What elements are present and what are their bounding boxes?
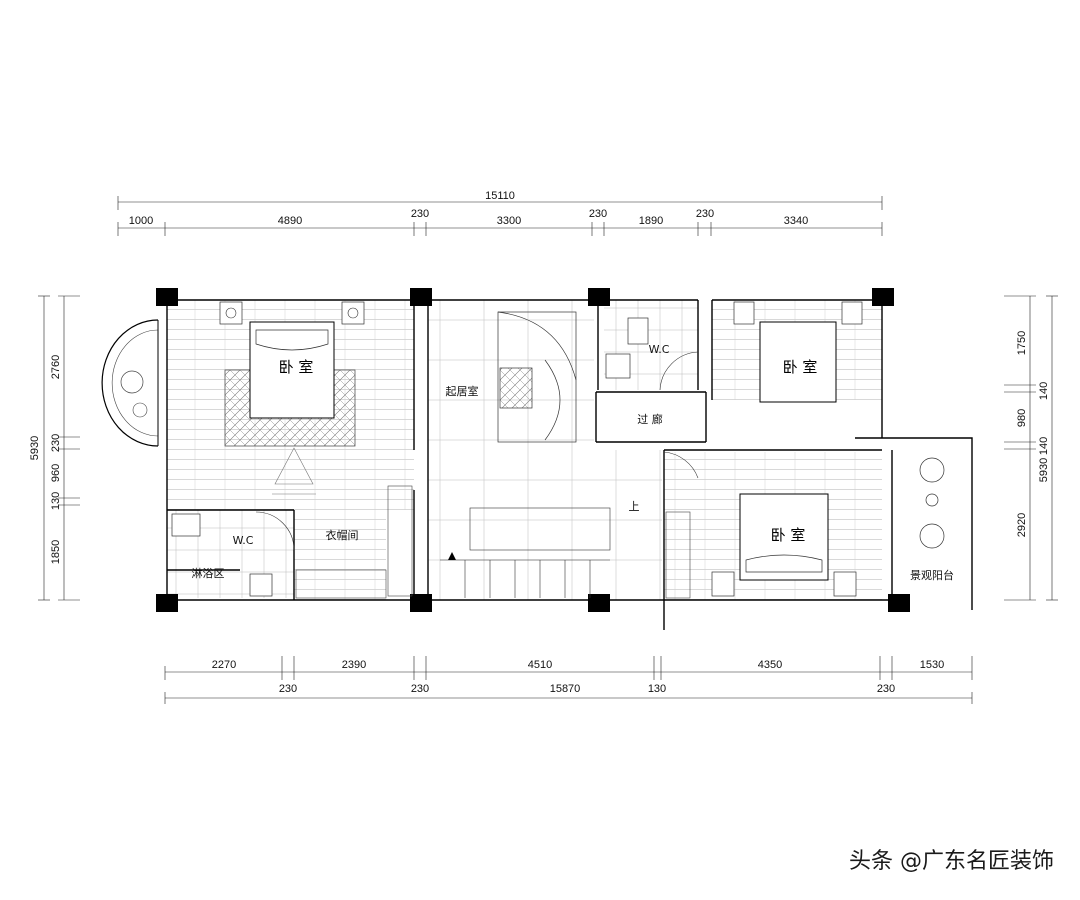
dim-bottom-seg-1: 2270 xyxy=(212,659,236,671)
dim-top-seg-3: 230 xyxy=(411,208,429,220)
structural-columns xyxy=(156,288,910,612)
column xyxy=(588,594,610,612)
top-dimension-lines xyxy=(117,196,883,236)
bedroom-3-pillow-icon xyxy=(745,554,823,573)
nightstand xyxy=(711,571,735,597)
dim-bottom-seg-5: 1530 xyxy=(920,659,944,671)
dim-right-overall: 5930 xyxy=(1038,458,1050,482)
nightstand xyxy=(219,301,243,325)
bedroom-1-label: 卧 室 xyxy=(279,358,314,376)
dim-right-seg-1: 1750 xyxy=(1016,331,1028,355)
cloakroom-wardrobe xyxy=(295,485,413,599)
dim-right-seg-5: 2920 xyxy=(1016,513,1028,537)
dim-left-overall: 5930 xyxy=(29,436,41,460)
main-stair xyxy=(440,507,611,598)
dim-bottom-wall-1: 230 xyxy=(279,683,297,695)
bay-window xyxy=(101,319,159,447)
stair-arrow-icon xyxy=(448,552,456,560)
dim-left-seg-3: 960 xyxy=(50,464,62,482)
corridor-label: 过 廊 xyxy=(637,412,663,426)
column xyxy=(410,288,432,306)
balcony-label: 景观阳台 xyxy=(910,568,954,582)
bottom-dimension-lines xyxy=(164,656,973,704)
bedroom-3-bed xyxy=(739,493,829,581)
watermark: 头条 @广东名匠装饰 xyxy=(849,849,1054,874)
dim-right-seg-4: 140 xyxy=(1038,437,1050,455)
dim-top-seg-4: 3300 xyxy=(497,215,521,227)
wc-1-label: W.C xyxy=(233,534,254,547)
dim-top-seg-8: 3340 xyxy=(784,215,808,227)
dim-bottom-seg-3: 4510 xyxy=(528,659,552,671)
column xyxy=(156,288,178,306)
shower-tray xyxy=(249,573,273,597)
bedroom-1-bed xyxy=(249,321,335,419)
dim-left-seg-1: 2760 xyxy=(50,355,62,379)
toilet-icon xyxy=(171,513,201,537)
tv-cabinet xyxy=(272,447,316,495)
hall-floor xyxy=(428,450,662,600)
toilet-icon xyxy=(627,317,649,345)
sink-icon xyxy=(605,353,631,379)
dim-bottom-seg-2: 2390 xyxy=(342,659,366,671)
bedroom-3-label: 卧 室 xyxy=(771,526,806,544)
column xyxy=(410,594,432,612)
bedroom-1-pillow-icon xyxy=(255,329,329,351)
walls xyxy=(166,299,973,630)
dim-top-seg-5: 230 xyxy=(589,208,607,220)
cloakroom-label: 衣帽间 xyxy=(326,528,359,542)
dim-right-seg-3: 980 xyxy=(1016,409,1028,427)
balcony-chairs xyxy=(919,457,945,549)
dim-top-seg-6: 1890 xyxy=(639,215,663,227)
column xyxy=(872,288,894,306)
stairs-up-label: 上 xyxy=(629,500,640,513)
nightstand xyxy=(733,301,755,325)
dim-top-overall: 15110 xyxy=(485,190,515,202)
wc-2-label: W.C xyxy=(649,343,670,356)
dim-bottom-wall-2: 230 xyxy=(411,683,429,695)
left-dimension-lines xyxy=(38,295,80,601)
bedroom-3-wardrobe xyxy=(665,511,691,599)
dim-top-seg-1: 1000 xyxy=(129,215,153,227)
nightstand xyxy=(841,301,863,325)
bedroom-2-bed xyxy=(759,321,837,403)
dim-bottom-seg-4: 4350 xyxy=(758,659,782,671)
cloakroom-floor xyxy=(294,510,386,600)
column xyxy=(156,594,178,612)
column xyxy=(588,288,610,306)
dim-left-seg-5: 1850 xyxy=(50,540,62,564)
dim-top-seg-2: 4890 xyxy=(278,215,302,227)
dim-bottom-wall-4: 230 xyxy=(877,683,895,695)
spiral-stair xyxy=(497,311,577,443)
dim-bottom-overall: 15870 xyxy=(550,683,581,695)
dim-bottom-wall-3: 130 xyxy=(648,683,666,695)
nightstand xyxy=(833,571,857,597)
column xyxy=(888,594,910,612)
nightstand xyxy=(341,301,365,325)
living-label: 起居室 xyxy=(446,384,479,398)
dim-left-seg-4: 130 xyxy=(50,492,62,510)
dim-top-seg-7: 230 xyxy=(696,208,714,220)
bedroom-2-label: 卧 室 xyxy=(783,358,818,376)
right-dimension-lines xyxy=(1004,295,1058,601)
dim-right-seg-2: 140 xyxy=(1038,382,1050,400)
shower-label: 淋浴区 xyxy=(192,567,225,580)
dim-left-seg-2: 230 xyxy=(50,434,62,452)
